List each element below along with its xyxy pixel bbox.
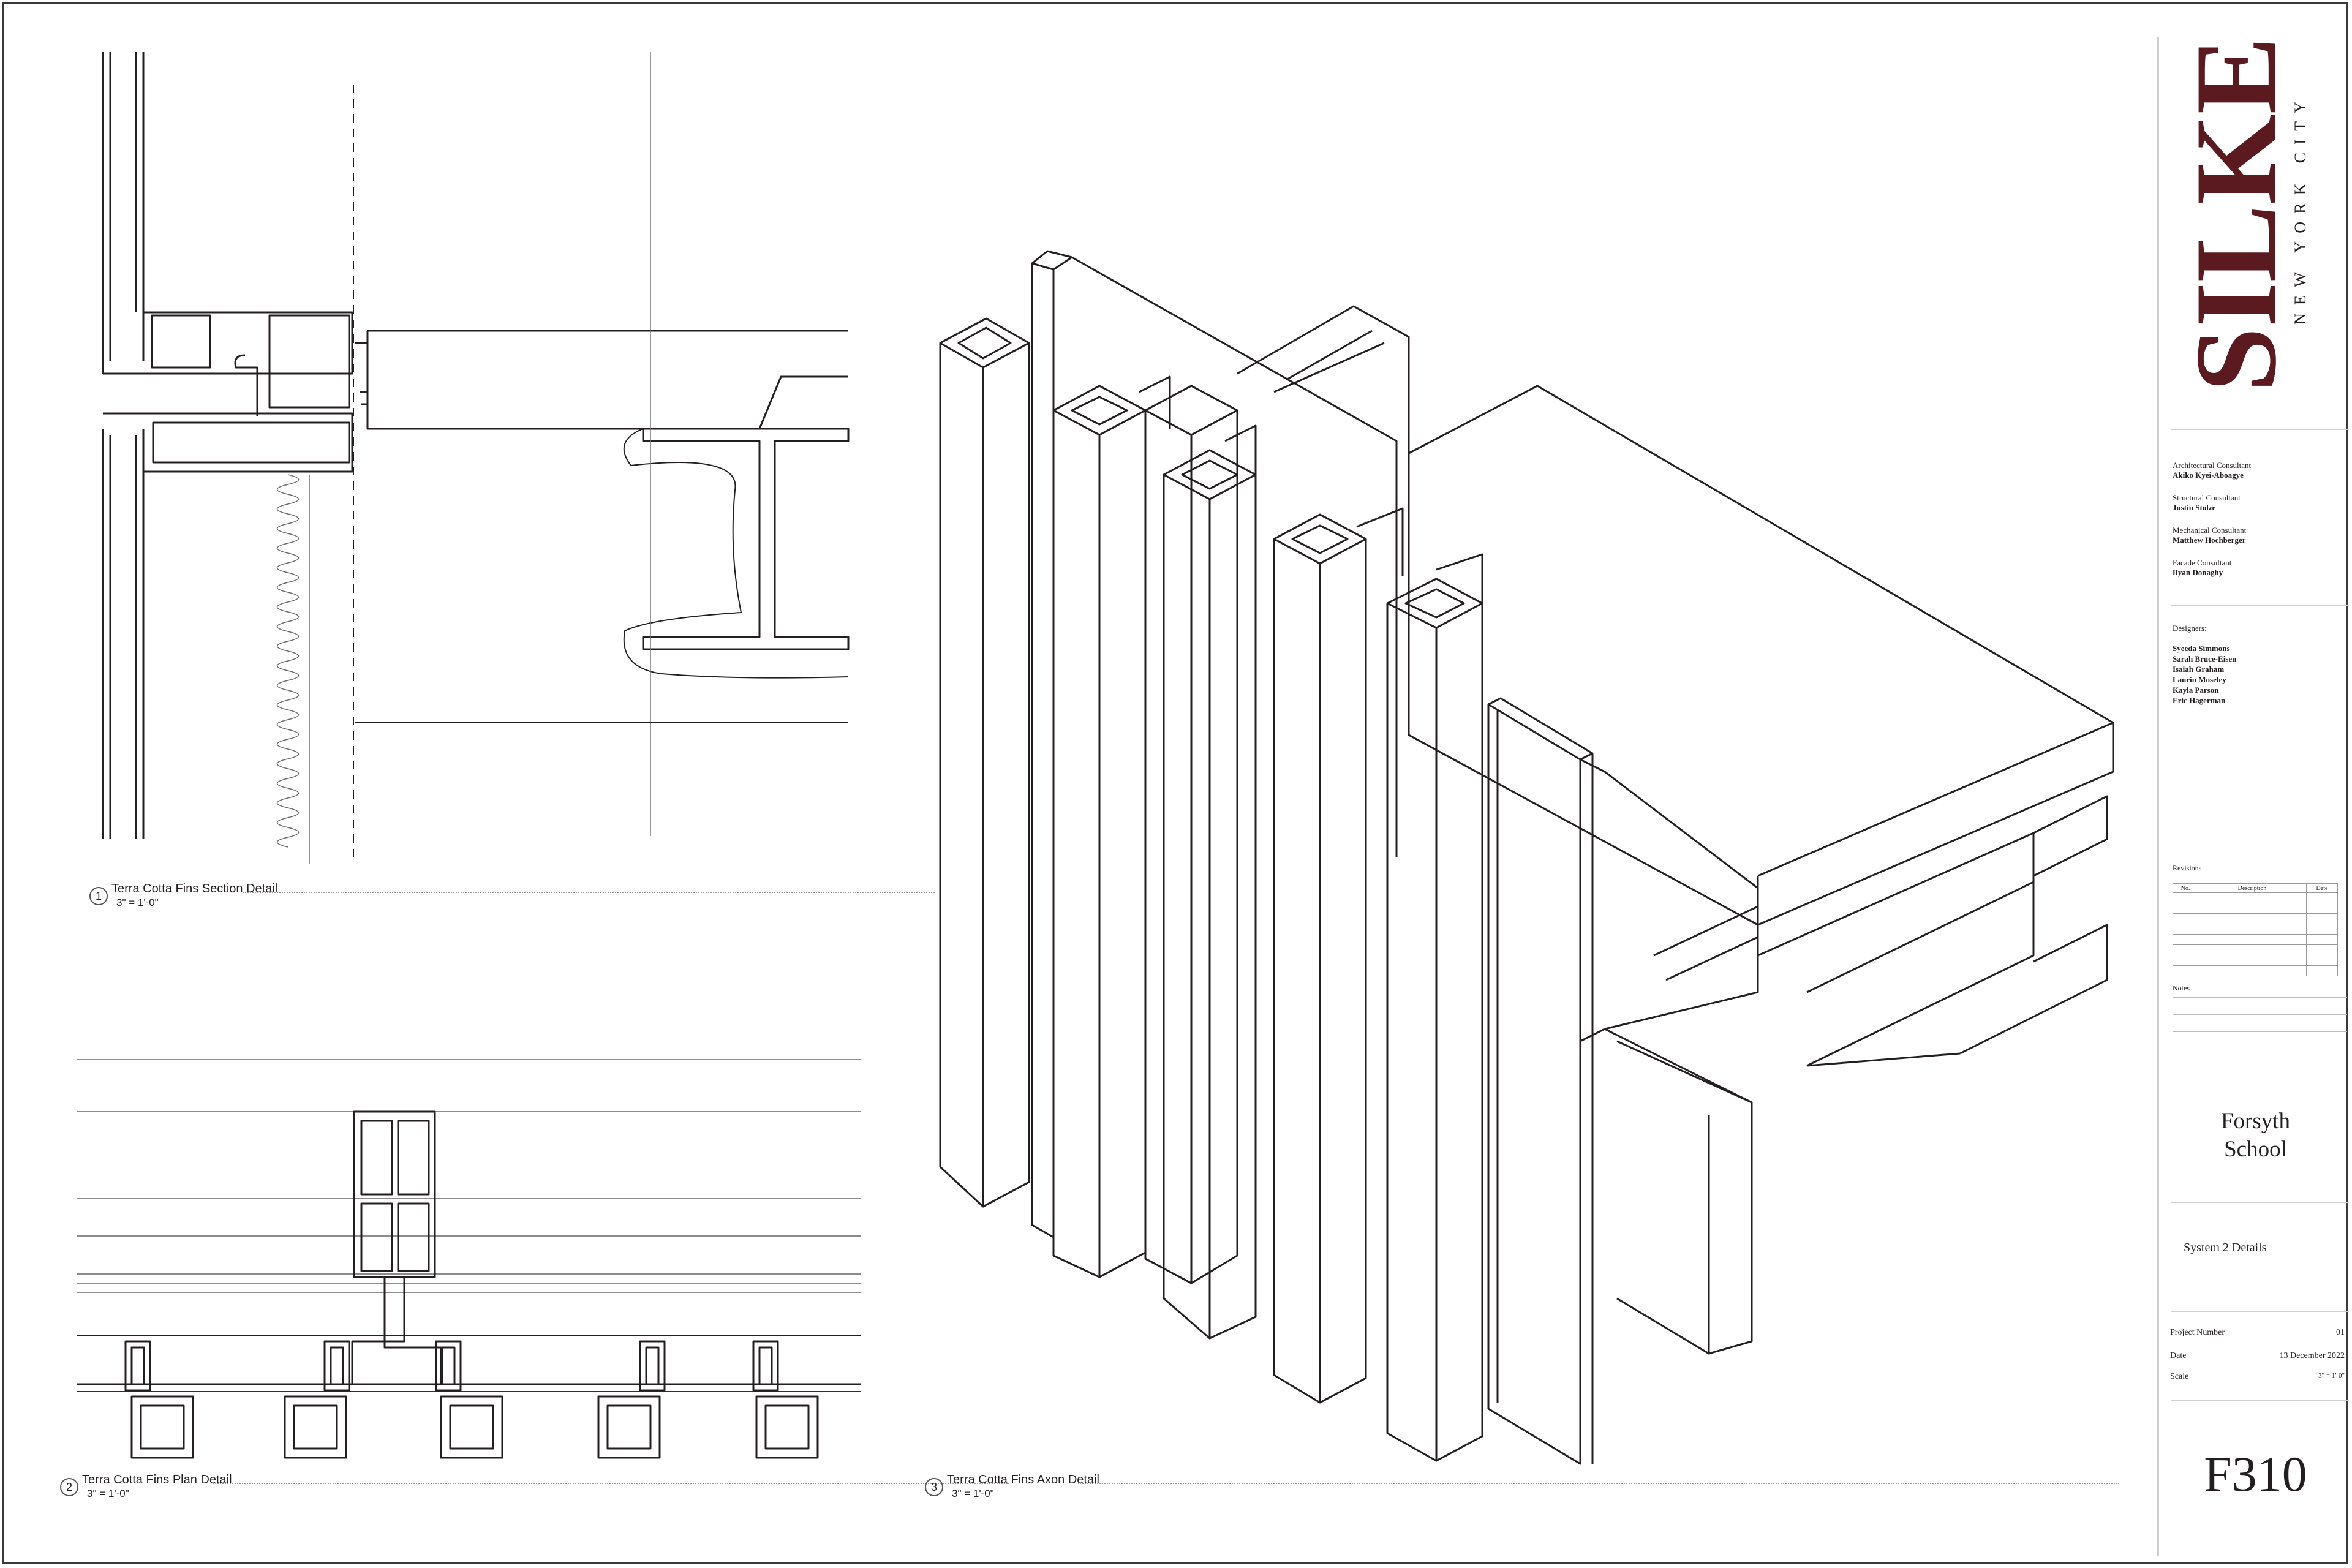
- section-detail-drawing: [102, 52, 850, 864]
- table-row: [2173, 924, 2338, 935]
- designer-name: Kayla Parson: [2173, 685, 2219, 695]
- consultant-mechanical: Mechanical Consultant Matthew Hochberger: [2173, 526, 2344, 545]
- axon-fin-1: [939, 317, 1030, 1208]
- project-name-line-1: Forsyth: [2220, 1109, 2291, 1134]
- plan-fin-1: [124, 1340, 194, 1459]
- axon-fin-5: [1273, 513, 1367, 1404]
- revisions-table: No. Description Date: [2173, 883, 2338, 976]
- detail-1-rule: [243, 892, 935, 893]
- consultant-architectural: Architectural Consultant Akiko Kyei-Aboa…: [2173, 461, 2344, 480]
- drawing-area: [77, 52, 2114, 1465]
- consultant-role: Architectural Consultant: [2173, 461, 2252, 470]
- detail-2-number: 2: [60, 1478, 78, 1496]
- detail-2-title: Terra Cotta Fins Plan Detail: [82, 1473, 232, 1487]
- table-row: [2173, 934, 2338, 945]
- silke-logo: SILKE NEW YORK CITY: [2180, 37, 2312, 392]
- consultant-name: Akiko Kyei-Aboagye: [2173, 470, 2244, 480]
- designer-name: Sarah Bruce-Eisen: [2173, 654, 2237, 663]
- revisions-col-no: No.: [2173, 883, 2198, 893]
- plan-fin-2: [284, 1340, 350, 1459]
- detail-3-title: Terra Cotta Fins Axon Detail: [947, 1473, 1099, 1487]
- detail-3-number: 3: [925, 1478, 943, 1496]
- title-block-rule: [2171, 1311, 2349, 1312]
- axon-fin-3: [1144, 385, 1238, 1284]
- project-number-value: 01: [2336, 1328, 2345, 1337]
- date-value: 13 December 2022: [2279, 1351, 2345, 1360]
- designer-name: Laurin Moseley: [2173, 675, 2226, 684]
- table-row: [2173, 903, 2338, 914]
- plan-detail-drawing: [77, 1059, 861, 1459]
- logo-wordmark: SILKE: [2180, 37, 2301, 392]
- revisions-header-row: No. Description Date: [2173, 883, 2338, 893]
- detail-1-number: 1: [89, 887, 108, 905]
- notes-line: [2173, 997, 2347, 998]
- title-block-rule: [2171, 1400, 2349, 1401]
- designers-list: Designers: Syeeda Simmons Sarah Bruce-Ei…: [2173, 624, 2344, 706]
- designer-name: Eric Hagerman: [2173, 696, 2226, 705]
- project-name: Forsyth School: [2159, 1107, 2352, 1164]
- consultant-name: Ryan Donaghy: [2173, 568, 2223, 577]
- title-block-rule: [2171, 605, 2349, 606]
- consultant-structural: Structural Consultant Justin Stolze: [2173, 493, 2344, 513]
- plan-fin-5: [752, 1340, 819, 1459]
- table-row: [2173, 944, 2338, 956]
- designer-name: Syeeda Simmons: [2173, 644, 2230, 653]
- project-name-line-2: School: [2224, 1137, 2287, 1162]
- detail-1-title: Terra Cotta Fins Section Detail: [111, 882, 278, 895]
- notes-label: Notes: [2173, 984, 2190, 992]
- table-row: [2173, 892, 2338, 903]
- consultant-name: Justin Stolze: [2173, 503, 2216, 512]
- designers-label: Designers:: [2173, 624, 2207, 633]
- revisions-col-description: Description: [2198, 883, 2307, 893]
- table-row: [2173, 913, 2338, 924]
- scale-value: 3" = 1'-0": [2318, 1372, 2345, 1379]
- detail-2-scale: 3" = 1'-0": [87, 1488, 129, 1499]
- notes-line: [2173, 1031, 2347, 1032]
- title-block-rule: [2171, 1202, 2349, 1203]
- consultant-name: Matthew Hochberger: [2173, 535, 2246, 545]
- consultant-role: Structural Consultant: [2173, 493, 2241, 502]
- plan-fin-4: [597, 1340, 666, 1459]
- sheet-name: System 2 Details: [2184, 1241, 2267, 1254]
- consultant-role: Mechanical Consultant: [2173, 526, 2247, 535]
- sheet-number: F310: [2204, 1446, 2307, 1502]
- designer-name: Isaiah Graham: [2173, 665, 2225, 674]
- detail-3-scale: 3" = 1'-0": [952, 1488, 994, 1499]
- title-block: SILKE NEW YORK CITY Architectural Consul…: [2159, 0, 2352, 1568]
- table-row: [2173, 965, 2338, 976]
- detail-3-rule: [1078, 1483, 2119, 1484]
- scale-label: Scale: [2170, 1372, 2189, 1381]
- detail-2-rule: [213, 1483, 1009, 1484]
- axon-detail-drawing: [939, 250, 2114, 1465]
- plan-fin-3: [435, 1340, 503, 1459]
- axon-fin-4: [1163, 449, 1257, 1340]
- title-block-divider: [2157, 37, 2159, 1556]
- notes-line: [2173, 1014, 2347, 1015]
- table-row: [2173, 955, 2338, 966]
- logo-city: NEW YORK CITY: [2291, 98, 2309, 325]
- revisions-col-date: Date: [2306, 883, 2338, 893]
- detail-1-scale: 3" = 1'-0": [116, 897, 159, 908]
- consultant-role: Facade Consultant: [2173, 558, 2232, 567]
- project-number-label: Project Number: [2170, 1328, 2225, 1337]
- revisions-label: Revisions: [2173, 864, 2202, 872]
- axon-fin-2: [1052, 385, 1147, 1278]
- title-block-rule: [2171, 429, 2349, 430]
- date-label: Date: [2170, 1351, 2187, 1360]
- consultants-list: Architectural Consultant Akiko Kyei-Aboa…: [2173, 461, 2344, 590]
- consultant-facade: Facade Consultant Ryan Donaghy: [2173, 558, 2344, 578]
- axon-fin-6: [1386, 578, 1483, 1462]
